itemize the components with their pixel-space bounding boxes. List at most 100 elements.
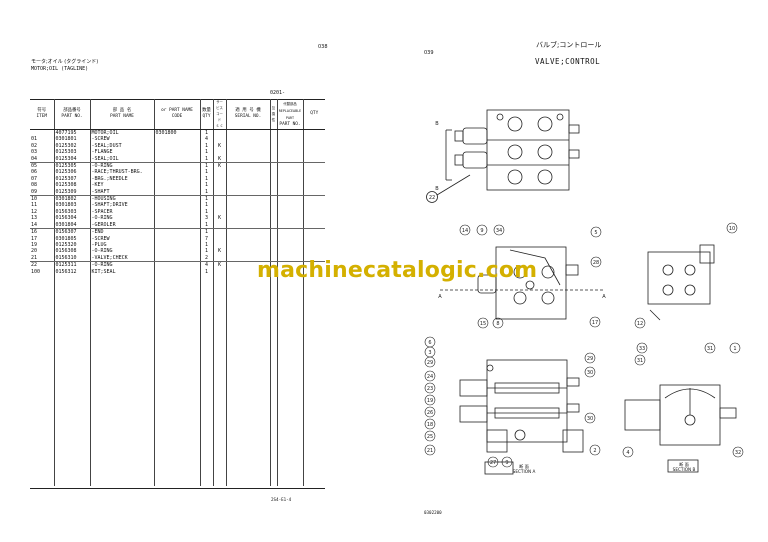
row-rep-part-no: [276, 136, 303, 143]
row-code: [153, 182, 200, 189]
empty-cell: [212, 434, 226, 442]
row-interchange: [269, 261, 277, 269]
empty-cell: [89, 326, 154, 333]
callout-15: 15: [480, 321, 486, 327]
empty-cell: [225, 389, 270, 397]
empty-cell: [212, 274, 226, 282]
row-part-name: -HOUSING: [89, 195, 154, 203]
row-part-no: 0301801: [53, 136, 90, 143]
empty-cell: [153, 294, 200, 301]
row-interchange: [269, 136, 277, 143]
table-row-empty: [30, 460, 325, 467]
empty-cell: [153, 409, 200, 416]
row-part-no: 0301805: [53, 235, 90, 242]
svg-text:19: 19: [427, 398, 433, 404]
empty-cell: [53, 300, 90, 307]
empty-cell: [269, 377, 277, 384]
empty-cell: [225, 319, 270, 327]
empty-cell: [53, 306, 90, 314]
empty-cell: [199, 287, 213, 295]
row-rep-part-no: [276, 261, 303, 269]
svg-text:24: 24: [427, 374, 433, 380]
callout-10: 10: [729, 226, 735, 232]
row-rep-part-no: [276, 129, 303, 137]
empty-cell: [153, 434, 200, 442]
empty-cell: [212, 358, 226, 365]
empty-cell: [302, 428, 325, 435]
empty-cell: [302, 434, 325, 442]
empty-cell: [225, 383, 270, 390]
table-row-empty: [30, 313, 325, 320]
empty-cell: [53, 453, 90, 461]
svg-text:29: 29: [587, 356, 593, 362]
row-service-code: [212, 149, 226, 156]
empty-cell: [276, 332, 303, 339]
row-serial-no: [225, 175, 270, 183]
empty-cell: [225, 300, 270, 307]
row-part-no: 0156312: [53, 268, 90, 275]
empty-cell: [269, 453, 277, 461]
empty-cell: [199, 281, 213, 288]
row-interchange: [269, 142, 277, 150]
empty-cell: [269, 389, 277, 397]
empty-cell: [225, 351, 270, 359]
row-item: 04: [30, 155, 54, 164]
row-rep-qty: [302, 208, 325, 216]
empty-cell: [53, 460, 90, 467]
section-b-jp: 断 面: [679, 462, 689, 467]
empty-cell: [53, 345, 90, 352]
empty-cell: [199, 421, 213, 429]
empty-cell: [199, 396, 213, 403]
empty-cell: [89, 358, 154, 365]
empty-cell: [276, 460, 303, 467]
table-row-empty: [30, 364, 325, 371]
empty-cell: [89, 313, 154, 320]
empty-cell: [302, 447, 325, 454]
empty-cell: [153, 460, 200, 467]
empty-cell: [153, 377, 200, 384]
row-part-no: 0125307: [53, 175, 90, 183]
empty-cell: [153, 428, 200, 435]
callout-5: 5: [594, 230, 597, 236]
row-code: [153, 195, 200, 203]
row-qty: 1: [199, 188, 213, 197]
empty-cell: [269, 460, 277, 467]
row-serial-no: [225, 208, 270, 216]
row-qty: 1: [199, 175, 213, 183]
row-part-no: 0301804: [53, 221, 90, 230]
row-rep-part-no: [276, 221, 303, 230]
row-part-name: -SEAL;OIL: [89, 155, 154, 164]
empty-cell: [53, 370, 90, 378]
empty-cell: [199, 447, 213, 454]
row-part-no: 0125308: [53, 182, 90, 189]
empty-cell: [53, 313, 90, 320]
header-code-prefix: or: [161, 108, 167, 113]
row-part-name: MOTOR;OIL: [89, 129, 154, 137]
empty-cell: [153, 319, 200, 327]
empty-cell: [199, 345, 213, 352]
row-interchange: [269, 221, 277, 230]
table-row-empty: [30, 402, 325, 410]
row-rep-qty: [302, 254, 325, 263]
row-interchange: [269, 175, 277, 183]
empty-cell: [276, 306, 303, 314]
empty-cell: [276, 287, 303, 295]
callout-17: 17: [592, 320, 598, 326]
empty-cell: [89, 300, 154, 307]
empty-cell: [153, 466, 200, 474]
empty-cell: [212, 300, 226, 307]
row-qty: 1: [199, 221, 213, 230]
row-part-no: 0301802: [53, 195, 90, 203]
empty-cell: [269, 421, 277, 429]
empty-cell: [302, 300, 325, 307]
empty-cell: [276, 466, 303, 474]
section-a-label: 断 面 SECTION A: [512, 464, 536, 474]
table-row-empty: [30, 338, 325, 346]
empty-cell: [153, 338, 200, 346]
row-code: [153, 169, 200, 176]
empty-cell: [269, 319, 277, 327]
empty-cell: [302, 274, 325, 282]
empty-cell: [53, 421, 90, 429]
